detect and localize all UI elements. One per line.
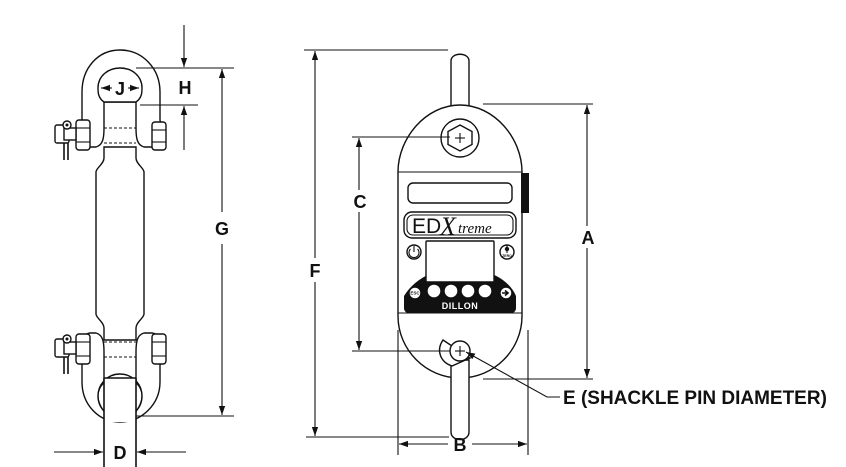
label-d: D [114,443,127,463]
logo-x: X [439,212,457,241]
power-button [406,244,422,260]
dillon-brand: DILLON [442,301,479,311]
edxtreme-logo: ED X treme [403,211,517,241]
dynamometer-front-view: ED X treme ZERO ESC DILLON [304,49,827,455]
zero-label: ZERO [502,254,512,258]
bottom-lifting-eye [450,359,470,441]
label-e-shackle-pin-diameter: E (SHACKLE PIN DIAMETER) [563,388,827,409]
side-button [521,173,529,213]
label-f: F [310,261,321,281]
top-shackle [54,49,167,160]
logo-treme: treme [458,221,492,237]
bottom-shackle [54,332,167,467]
dimension-c: C [352,136,450,352]
dimension-b: B [397,330,529,455]
label-h: H [179,78,192,98]
lcd-display [425,240,495,283]
label-j: J [115,79,125,99]
label-g: G [215,219,229,239]
dimension-d: D [54,443,186,463]
dimension-h: H [136,25,234,150]
label-a: A [582,228,595,248]
dimension-j: J [101,79,139,99]
dimension-f: F [304,49,449,438]
esc-label: ESC [410,291,420,296]
label-c: C [354,192,367,212]
label-b: B [454,435,467,455]
dimension-a: A [483,103,595,380]
link-body [95,146,145,341]
zero-button: ZERO [499,244,515,260]
shackle-assembly-side-view: J H G D [54,25,234,467]
logo-ed: ED [412,215,441,238]
dimension-g: G [136,69,234,417]
dimension-e: E (SHACKLE PIN DIAMETER) [465,351,827,409]
